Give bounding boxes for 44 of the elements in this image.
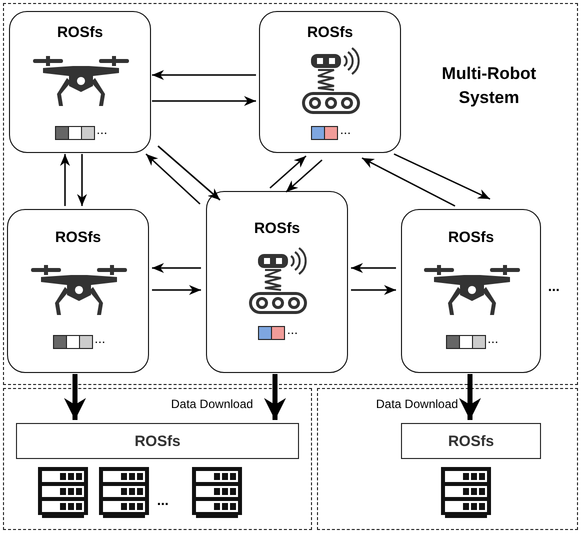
ellipsis-text: ... — [548, 278, 560, 294]
node-title: ROSfs — [306, 24, 354, 41]
node-title: ROSfs — [253, 220, 301, 237]
node-title: ROSfs — [54, 229, 102, 246]
arrow — [394, 153, 490, 200]
storage-bar — [401, 423, 541, 459]
arrow — [152, 263, 201, 273]
arrow — [351, 285, 396, 295]
robot-node-card — [7, 209, 149, 373]
arrow — [64, 374, 86, 420]
robot-node-card — [401, 209, 541, 373]
arrow — [362, 157, 456, 207]
group-title: Data Download — [171, 397, 254, 411]
arrow — [77, 154, 87, 206]
arrow — [270, 155, 306, 189]
arrow — [60, 154, 70, 206]
arrow — [152, 70, 256, 80]
arrow — [146, 153, 200, 205]
arrow — [264, 374, 286, 420]
system-group-frame — [3, 3, 578, 385]
download-group-frame — [3, 388, 312, 530]
node-title: ROSfs — [447, 229, 495, 246]
arrow — [459, 374, 481, 420]
storage-bar — [16, 423, 299, 459]
ellipsis-text: ... — [157, 492, 169, 508]
robot-node-card — [206, 191, 348, 373]
group-title: Data Download — [376, 397, 458, 411]
arrow — [158, 145, 220, 201]
arrow — [152, 285, 201, 295]
ellipsis-text: ... — [488, 331, 498, 346]
node-title: ROSfs — [447, 433, 495, 450]
arrow — [351, 263, 396, 273]
download-group-frame — [317, 388, 578, 530]
ellipsis-text: ... — [287, 322, 298, 337]
robot-node-card — [9, 11, 151, 153]
arrow — [286, 159, 322, 193]
node-title: ROSfs — [134, 433, 182, 450]
ellipsis-text: ... — [96, 122, 108, 137]
ellipsis-text: ... — [94, 331, 106, 346]
robot-node-card — [259, 11, 401, 153]
arrow — [152, 96, 256, 106]
group-title: Multi-Robot System — [440, 63, 538, 109]
node-title: ROSfs — [56, 24, 104, 41]
ellipsis-text: ... — [340, 122, 351, 137]
